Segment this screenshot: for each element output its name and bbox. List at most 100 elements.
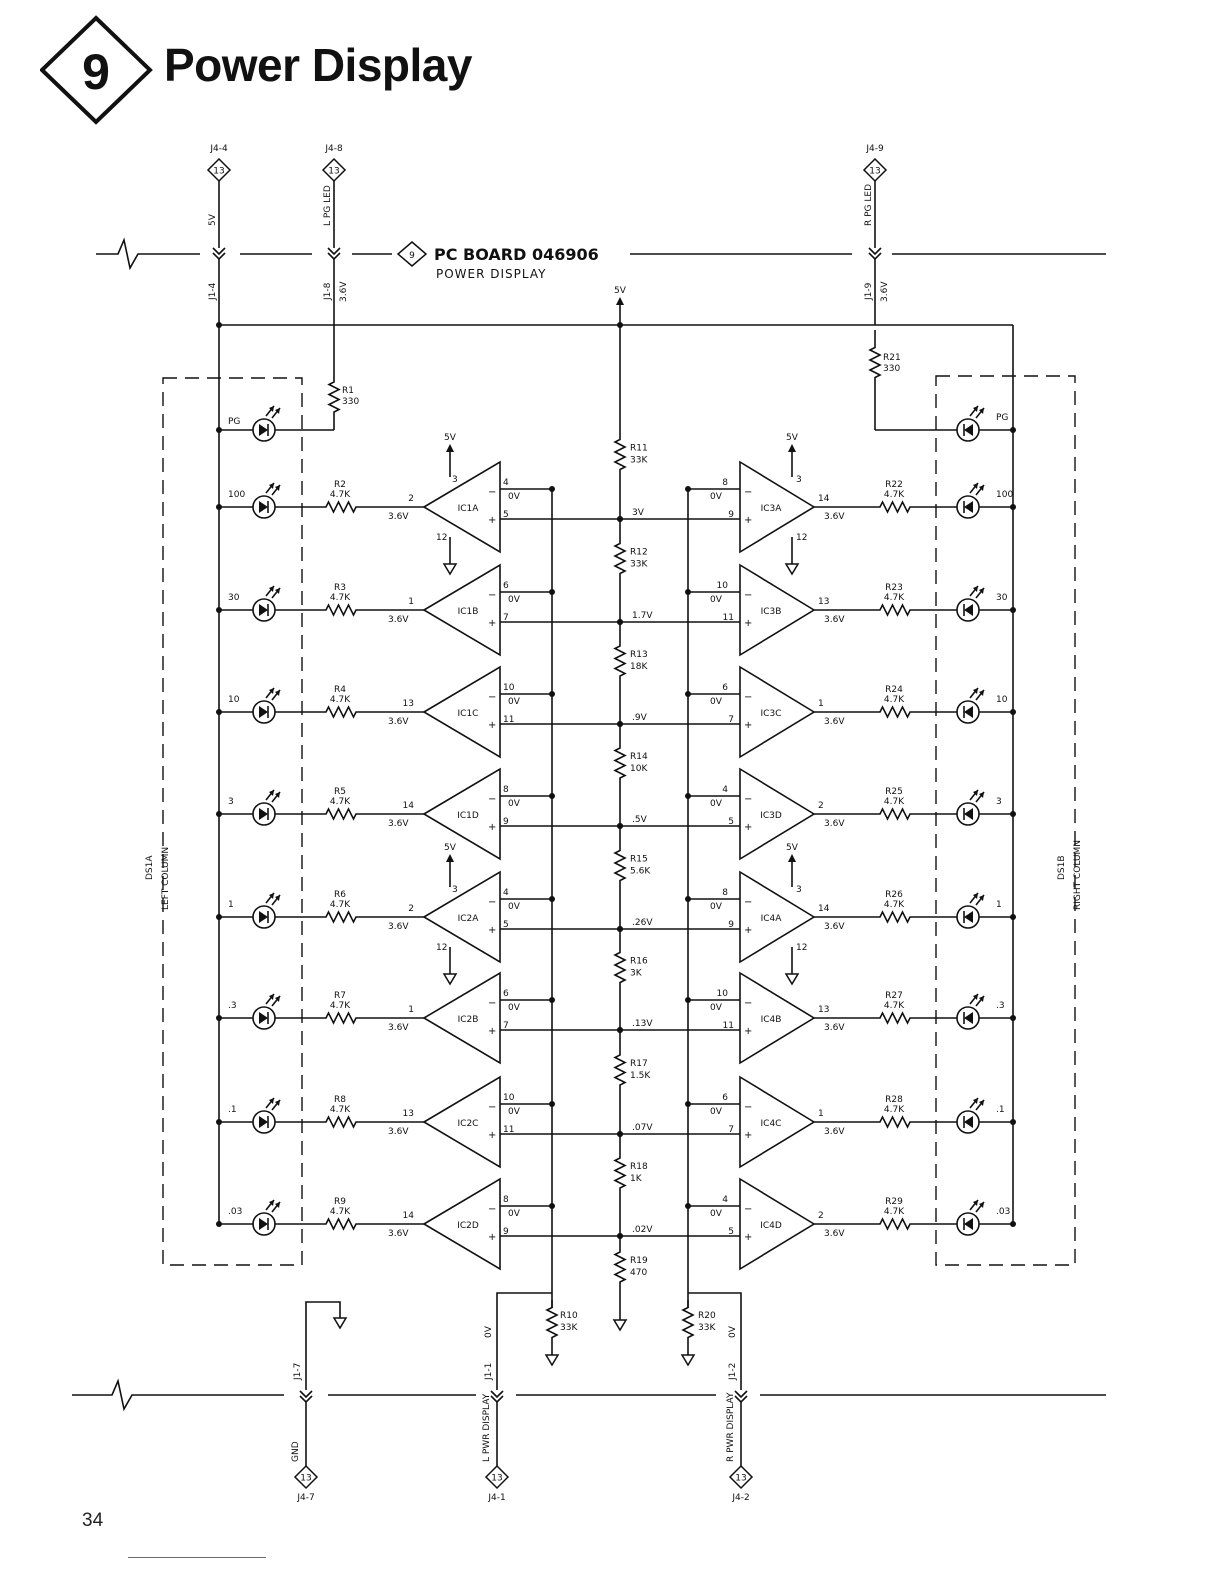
junction-dot [1010, 1221, 1016, 1227]
section-number-diamond: 9 [40, 15, 153, 125]
ladder-resistor-name: R15 [630, 855, 648, 865]
led-label: 3 [228, 797, 234, 807]
led-label: 10 [228, 695, 240, 705]
inverting-voltage: 0V [508, 902, 521, 912]
inverting-voltage: 0V [710, 902, 723, 912]
ladder-resistor-value: 5.6K [630, 867, 651, 877]
page-number: 34 [82, 1510, 104, 1531]
series-resistor [322, 1011, 360, 1025]
ladder-resistor [613, 1140, 627, 1206]
led-label: 1 [228, 900, 234, 910]
inverting-sign: − [488, 794, 496, 805]
connector-tag-diamond-label: 13 [328, 167, 339, 177]
ladder-resistor [613, 935, 627, 1000]
series-resistor-value: 4.7K [330, 797, 351, 807]
inverting-pin: 6 [503, 581, 509, 591]
noninverting-pin: 9 [728, 510, 734, 520]
ladder-resistor-name: R16 [630, 957, 648, 967]
inverting-pin: 10 [503, 1093, 515, 1103]
series-resistor-value: 4.7K [330, 1207, 351, 1217]
noninverting-sign: + [744, 618, 752, 629]
right-led-6-ray-head [979, 1100, 984, 1106]
right-led-4-ray-head [979, 895, 984, 901]
r10-resistor [545, 1300, 559, 1345]
vcc-pin: 3 [796, 885, 802, 895]
reference-tap-label: .26V [632, 918, 653, 928]
right-led-3-ray-head [973, 790, 978, 796]
comparator-label: IC2A [458, 914, 480, 924]
connector-j4-label: J4-9 [865, 144, 884, 154]
inverting-voltage: 0V [710, 595, 723, 605]
right-pg-led-ray-head [979, 408, 984, 414]
noninverting-sign: + [488, 618, 496, 629]
vcc-arrow [788, 854, 796, 862]
led-label: 100 [996, 490, 1013, 500]
series-resistor [322, 807, 360, 821]
ladder-resistor-name: R17 [630, 1059, 648, 1069]
led-label: 3 [996, 797, 1002, 807]
right-led-7-ray-head [973, 1200, 978, 1206]
connector-chevron [299, 1390, 313, 1399]
left-display-caption: LEFT COLUMN [161, 847, 171, 910]
inverting-pin: 6 [722, 1093, 728, 1103]
comparator-label: IC2B [458, 1015, 479, 1025]
noninverting-pin: 7 [728, 1125, 734, 1135]
left-led-3-ray-head [269, 790, 274, 796]
inverting-pin: 8 [503, 785, 509, 795]
connector-tag-diamond-label: 13 [213, 167, 224, 177]
right-led-5-triangle [964, 1012, 973, 1024]
ladder-resistor-name: R11 [630, 444, 648, 454]
connector-signal-label: L PG LED [323, 185, 333, 226]
right-led-1-ray-head [973, 586, 978, 592]
noninverting-pin: 5 [503, 920, 509, 930]
series-resistor-value: 4.7K [884, 900, 905, 910]
left-led-0-triangle [259, 501, 268, 513]
ladder-resistor-value: 1.5K [630, 1071, 651, 1081]
output-pin: 14 [818, 494, 830, 504]
vcc-label: 5V [786, 843, 799, 853]
ladder-supply-arrow [616, 297, 624, 305]
noninverting-pin: 5 [728, 817, 734, 827]
led-label: .3 [996, 1001, 1005, 1011]
inverting-voltage: 0V [508, 595, 521, 605]
left-led-4-ray-head [275, 895, 280, 901]
comparator-ground [784, 563, 800, 576]
noninverting-sign: + [488, 1130, 496, 1141]
output-voltage: 3.6V [824, 1023, 845, 1033]
inverting-pin: 4 [503, 888, 509, 898]
led-label: .1 [228, 1105, 237, 1115]
comparator-label: IC4B [761, 1015, 782, 1025]
board-marker-diamond [396, 241, 428, 267]
right-led-4-ray-head [973, 893, 978, 899]
junction-dot [1010, 1119, 1016, 1125]
series-resistor [878, 910, 912, 924]
connector-tag-diamond [293, 1464, 319, 1490]
comparator-ic4c [739, 1075, 816, 1169]
inverting-voltage: 0V [508, 697, 521, 707]
junction-dot [1010, 1015, 1016, 1021]
right-led-5-ray-head [973, 994, 978, 1000]
connector-chevron [212, 247, 226, 256]
reference-tap-label: .9V [632, 713, 648, 723]
connector-j4-label: J4-8 [324, 144, 343, 154]
board-marker-label: 9 [409, 251, 415, 261]
ladder-resistor [613, 1242, 627, 1292]
inverting-voltage: 0V [508, 799, 521, 809]
r10-value: 33K [560, 1323, 578, 1333]
output-pin: 1 [408, 1005, 414, 1015]
comparator-ic4b [739, 971, 816, 1065]
ladder-resistor-value: 3K [630, 969, 643, 979]
footer-rule [128, 1557, 266, 1558]
comparator-label: IC1D [457, 811, 479, 821]
noninverting-sign: + [744, 1232, 752, 1243]
output-voltage: 3.6V [388, 717, 409, 727]
comparator-ground [442, 973, 458, 986]
right-led-2-triangle [964, 706, 973, 718]
series-resistor [878, 1217, 912, 1231]
connector-chevron [327, 247, 341, 256]
inverting-pin: 10 [503, 683, 515, 693]
connector-j1-label: J1-4 [208, 282, 218, 301]
comparator-ic3a [739, 460, 816, 554]
junction-dot [216, 1221, 222, 1227]
junction-dot [216, 1015, 222, 1021]
